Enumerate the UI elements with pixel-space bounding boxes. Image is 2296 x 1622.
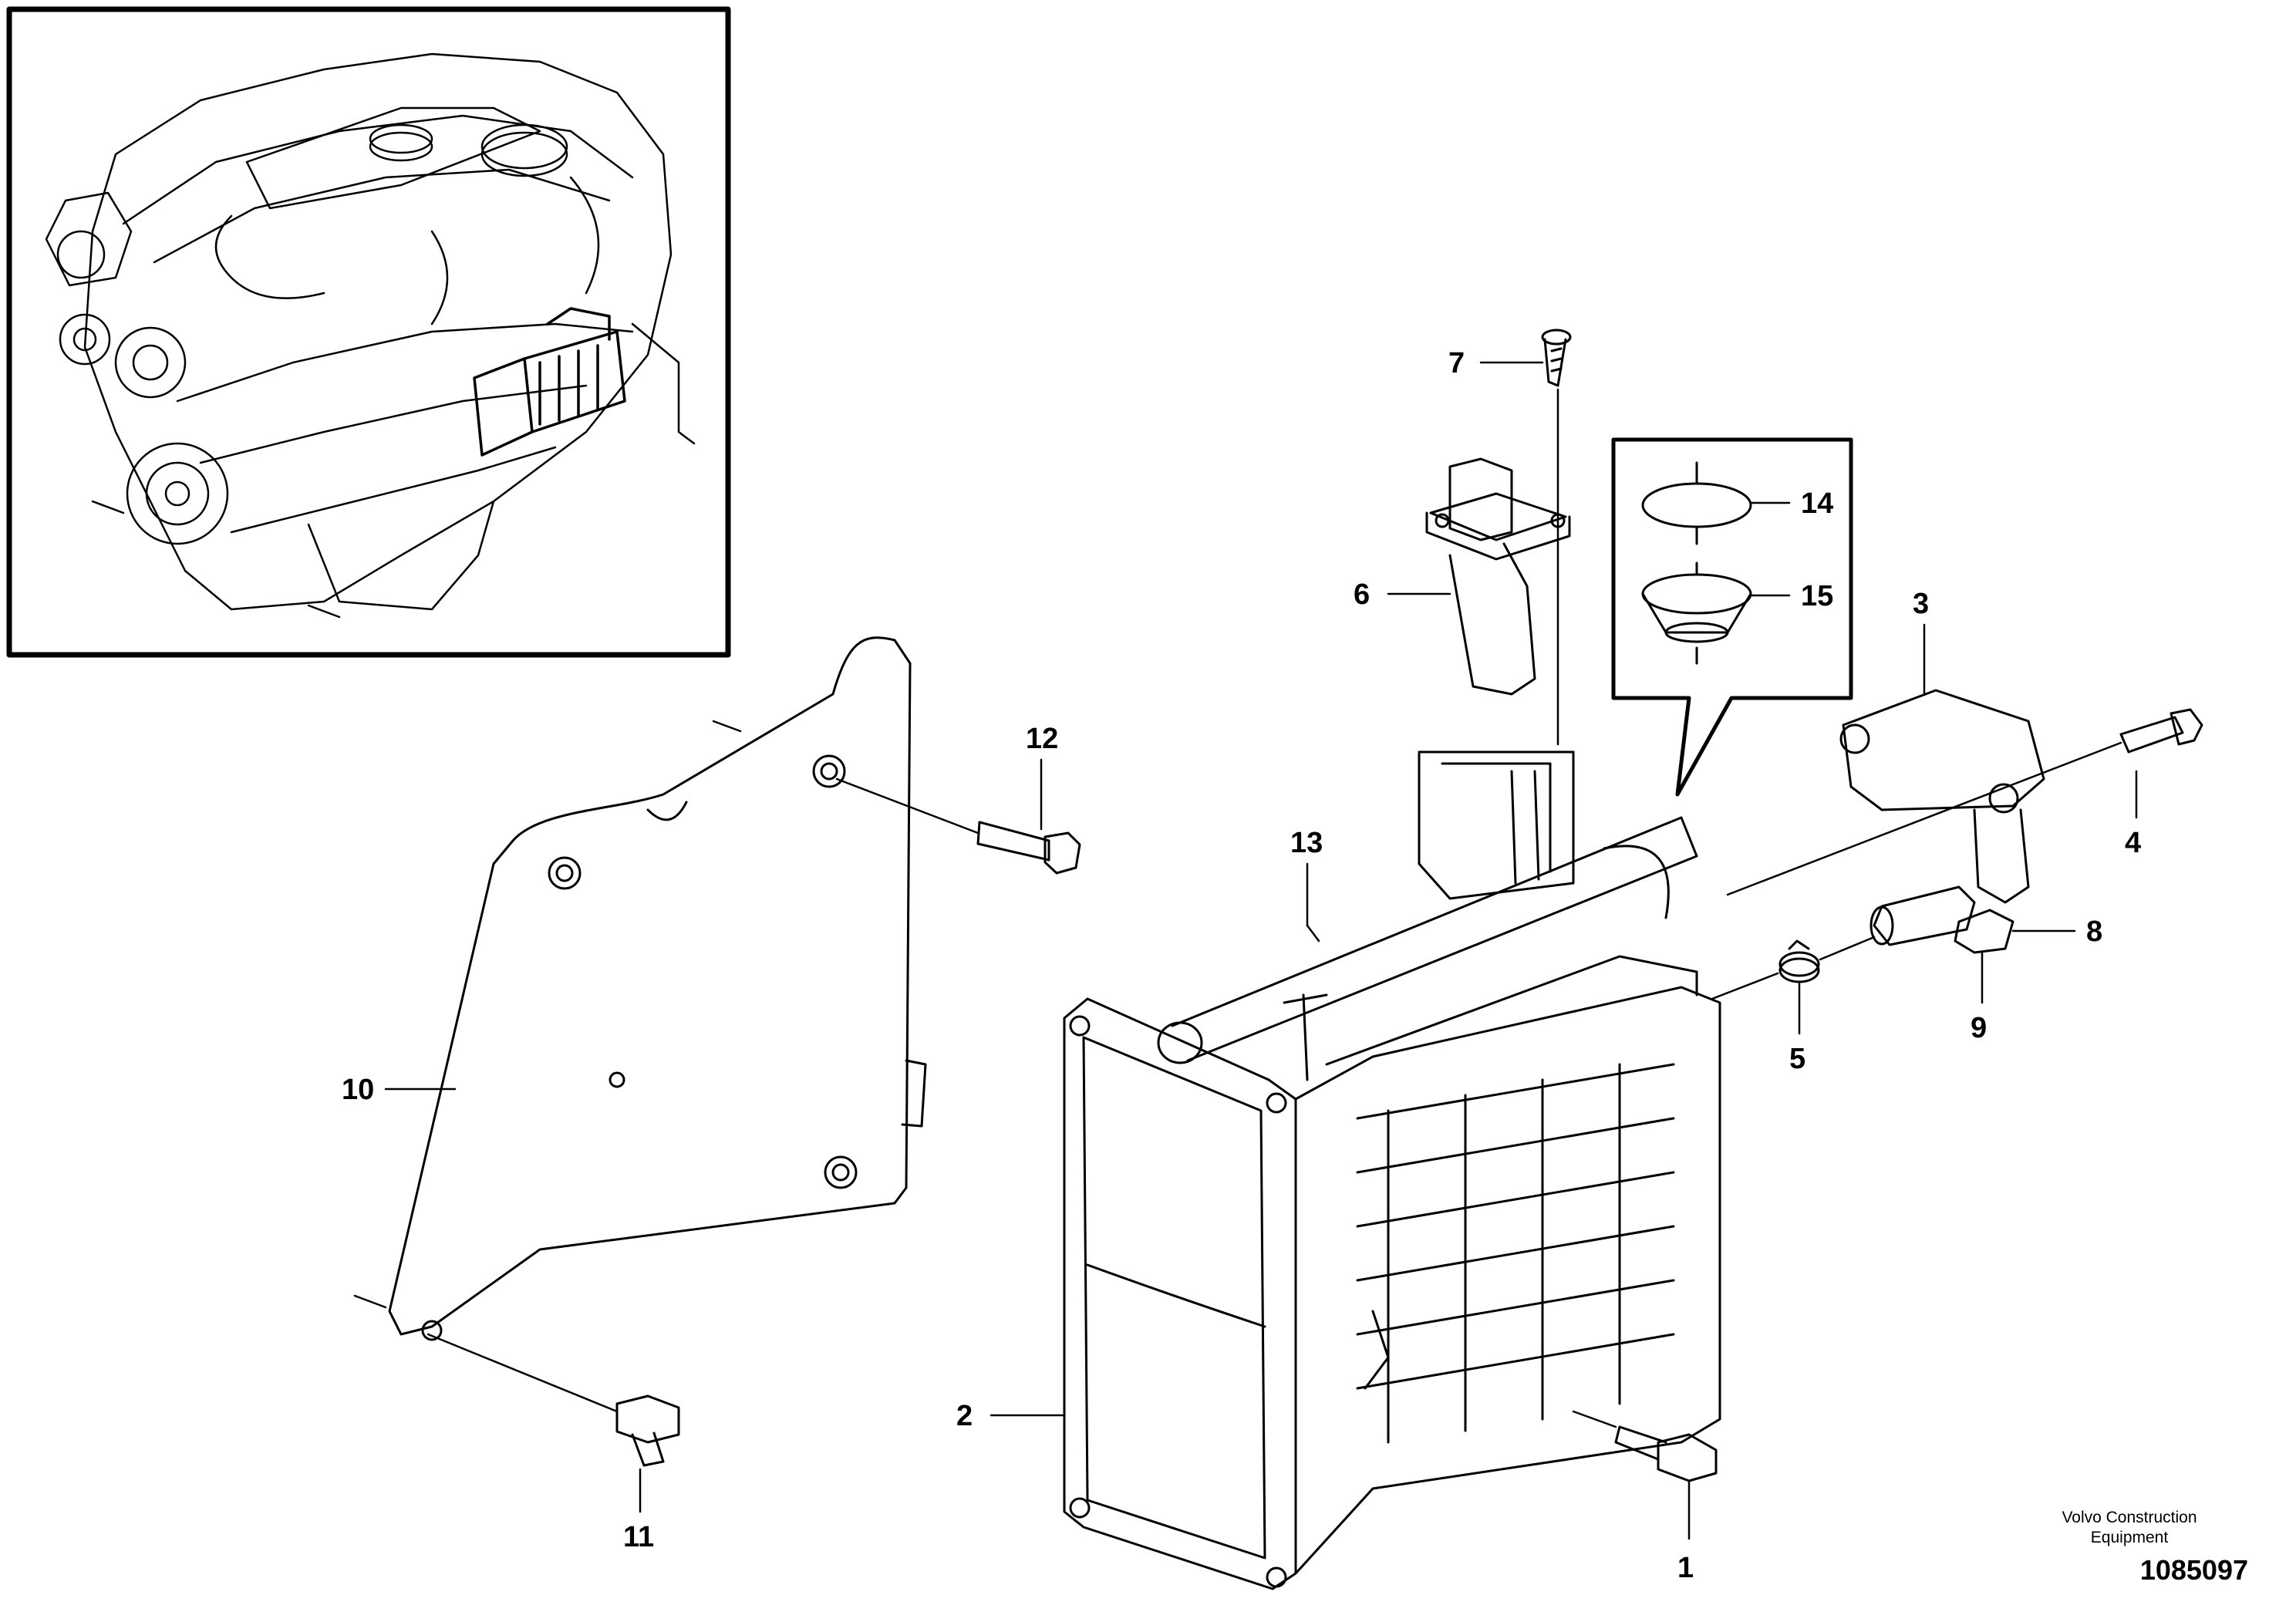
ecu-module xyxy=(1063,955,1721,1590)
hose-8 xyxy=(1870,885,1976,946)
callout-11: 11 xyxy=(623,1521,654,1553)
connector-6 xyxy=(1425,457,1571,696)
brand-line-1: Volvo Construction xyxy=(2062,1509,2197,1526)
engine-overview-drawing xyxy=(45,52,696,619)
illustration-number: 1085097 xyxy=(2139,1554,2248,1586)
bolt-11 xyxy=(615,1394,680,1467)
brand-caption: Volvo Construction Equipment xyxy=(2006,1508,2253,1548)
callout-15: 15 xyxy=(1801,580,1833,612)
bolt-1 xyxy=(1614,1425,1718,1482)
mounting-bracket xyxy=(388,636,927,1341)
callout-1: 1 xyxy=(1677,1552,1694,1584)
engine-ecu-highlight xyxy=(473,307,626,457)
callout-5: 5 xyxy=(1789,1043,1805,1075)
callout-2: 2 xyxy=(956,1400,973,1432)
bolt-4 xyxy=(2119,708,2203,754)
ecu-connector-housing xyxy=(1418,750,1575,900)
callout-labels: 1 2 3 4 5 6 7 8 9 10 11 12 13 14 15 xyxy=(342,347,2141,1584)
callout-8: 8 xyxy=(2086,916,2102,948)
callout-14: 14 xyxy=(1801,487,1833,520)
detail-box xyxy=(1611,437,1853,797)
callout-7: 7 xyxy=(1448,347,1465,379)
clamp-5 xyxy=(1778,939,1820,983)
callout-4: 4 xyxy=(2125,827,2141,859)
fuel-tube xyxy=(1157,816,1698,1064)
seal-15 xyxy=(1641,561,1752,665)
clamp-9 xyxy=(1954,909,2014,954)
o-ring-14 xyxy=(1641,482,1752,528)
callout-10: 10 xyxy=(342,1074,374,1106)
screw-7 xyxy=(1541,329,1572,387)
sensor-3 xyxy=(1839,689,2045,904)
callout-9: 9 xyxy=(1971,1012,1987,1044)
engine-overview-inset xyxy=(6,6,731,658)
callout-13: 13 xyxy=(1290,827,1323,859)
leader-lines xyxy=(353,361,2138,1540)
brand-line-2: Equipment xyxy=(2090,1529,2169,1546)
callout-3: 3 xyxy=(1913,588,1929,620)
bolt-12 xyxy=(976,821,1081,875)
callout-12: 12 xyxy=(1026,723,1058,755)
callout-6: 6 xyxy=(1354,578,1370,611)
